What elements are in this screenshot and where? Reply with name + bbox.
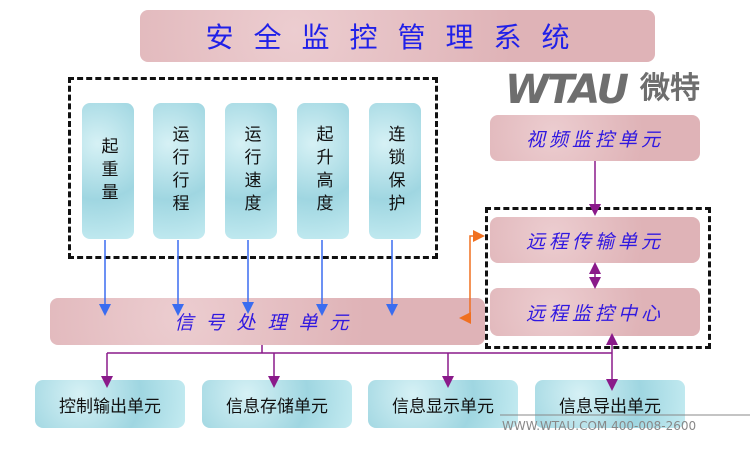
watermark-logo-cn: 微特 xyxy=(640,71,700,106)
sensor-travel-distance: 运行行程 xyxy=(153,103,205,239)
sensor-lifting-weight: 起重量 xyxy=(82,103,134,239)
sensor-travel-speed: 运行速度 xyxy=(225,103,277,239)
remote-monitoring-center: 远程监控中心 xyxy=(490,288,700,336)
sensor-interlock: 连锁保护 xyxy=(369,103,421,239)
video-monitoring-unit: 视频监控单元 xyxy=(490,115,700,161)
sensor-group-border xyxy=(68,77,438,259)
signal-processing-unit: 信号处理单元 xyxy=(50,298,485,345)
info-export-unit: 信息导出单元 xyxy=(535,380,685,428)
watermark-logo: WTAU xyxy=(505,67,629,113)
info-storage-unit: 信息存储单元 xyxy=(202,380,352,428)
control-output-unit: 控制输出单元 xyxy=(35,380,185,428)
sensor-lifting-height: 起升高度 xyxy=(297,103,349,239)
system-title: 安全监控管理系统 xyxy=(140,10,655,62)
info-display-unit: 信息显示单元 xyxy=(368,380,518,428)
watermark-site: WWW.WTAU.COM 400-008-2600 xyxy=(502,419,697,433)
remote-transmission-unit: 远程传输单元 xyxy=(490,217,700,263)
